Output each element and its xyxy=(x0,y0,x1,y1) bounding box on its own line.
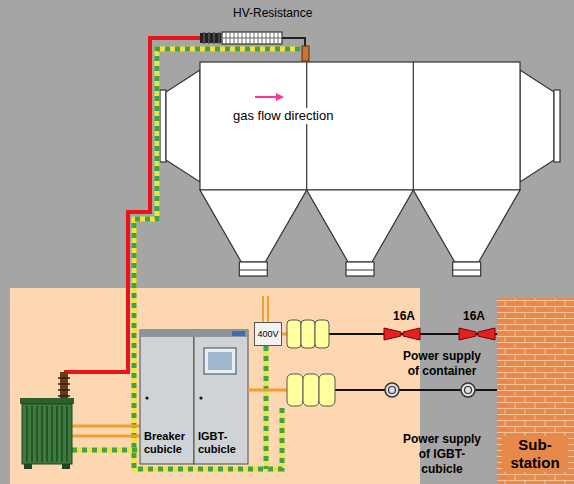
hv-bushing xyxy=(200,33,221,43)
socket-connector xyxy=(461,383,475,397)
igbt-cubicle: IGBT- cubicle xyxy=(194,330,248,464)
earth-line xyxy=(72,448,140,453)
supply-wire xyxy=(72,426,140,436)
filter-coil xyxy=(287,374,303,406)
label-holder: 16A xyxy=(393,309,415,324)
socket-connector xyxy=(385,383,399,397)
node-text: Sub- station xyxy=(502,436,568,472)
earth-line xyxy=(264,346,269,469)
node-text: 400V xyxy=(257,324,278,344)
label-text: 16A xyxy=(463,309,485,324)
control-panel xyxy=(204,348,236,374)
door-handle xyxy=(199,396,202,399)
hopper xyxy=(413,190,520,262)
transformer-foot xyxy=(24,464,32,469)
substation-wall xyxy=(497,298,574,484)
transformer-foot xyxy=(62,464,70,469)
hopper-spout xyxy=(346,262,374,276)
earth-line xyxy=(72,448,140,453)
cubicle-housing xyxy=(194,330,248,464)
hopper xyxy=(200,190,307,262)
hv-cable xyxy=(64,38,200,372)
node-text: gas flow direction xyxy=(231,108,335,124)
gas-flow-arrow xyxy=(255,96,277,98)
container-area xyxy=(10,288,420,484)
field-divider xyxy=(307,62,414,190)
bushing-ridge xyxy=(58,378,70,396)
label-text: Power supply of container xyxy=(400,349,484,379)
voltage-box: 400V xyxy=(254,322,282,346)
precipitator-node: gas flow direction xyxy=(200,62,520,190)
socket-connector xyxy=(389,387,396,394)
door-handle xyxy=(145,396,148,399)
plug-connector xyxy=(403,328,420,340)
hopper-spout xyxy=(453,262,481,276)
transformer-bushing xyxy=(60,372,68,402)
node-text: Breaker cubicle xyxy=(144,430,192,456)
label-holder: Power supply of container xyxy=(400,349,484,379)
outlet-cone xyxy=(520,70,554,182)
hopper xyxy=(307,190,414,262)
roof-bushing xyxy=(302,46,309,61)
inlet-flange xyxy=(160,90,166,162)
plug-connector xyxy=(478,328,495,340)
substation-block: Sub- station xyxy=(497,298,574,484)
precipitator-body xyxy=(200,62,520,190)
inlet-cone xyxy=(166,70,200,182)
outlet-flange xyxy=(554,90,560,162)
plug-connector xyxy=(384,328,401,340)
resistor-grid xyxy=(222,32,282,44)
supply-wire xyxy=(263,296,268,322)
transformer-cover xyxy=(20,398,74,404)
gas-flow-arrowhead xyxy=(276,93,284,101)
control-screen xyxy=(208,352,232,370)
socket-connector xyxy=(465,387,472,394)
filter-coil xyxy=(315,320,329,348)
transformer-fin xyxy=(27,406,67,462)
bushing-ridge xyxy=(204,32,219,44)
cubicle-housing xyxy=(140,330,194,464)
label-holder: 16A xyxy=(463,309,485,324)
filter-coil xyxy=(319,374,335,406)
spout-rim xyxy=(239,270,480,271)
resistor-lead xyxy=(282,38,305,46)
label-text: Power supply of IGBT- cubicle xyxy=(400,432,484,477)
filter-coil xyxy=(303,374,319,406)
filter-coil xyxy=(287,320,301,348)
label-text: 16A xyxy=(393,309,415,324)
transformer-tank xyxy=(22,404,72,464)
cubicle-badge xyxy=(232,331,245,336)
node-text: IGBT- cubicle xyxy=(198,430,246,456)
label-holder: Power supply of IGBT- cubicle xyxy=(400,432,484,477)
hopper-spout xyxy=(239,262,267,276)
resistor-node: HV-Resistance xyxy=(222,4,322,46)
earth-line xyxy=(264,346,269,469)
resistor-symbol xyxy=(222,32,282,44)
plug-connector xyxy=(459,328,476,340)
cubicle-roof xyxy=(140,330,248,337)
filter-coil xyxy=(301,320,315,348)
node-text: HV-Resistance xyxy=(233,6,312,21)
breaker-cubicle: Breaker cubicle xyxy=(140,330,194,464)
